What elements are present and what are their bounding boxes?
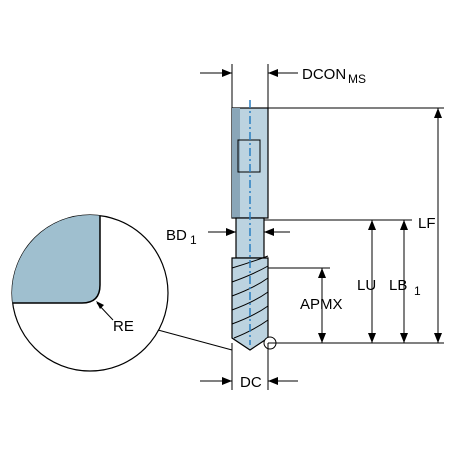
dc-label: DC bbox=[240, 374, 262, 391]
dcon-label: DCON bbox=[302, 66, 346, 83]
bd-subscript: 1 bbox=[190, 233, 197, 247]
lb-label: LB bbox=[389, 277, 407, 294]
lu-dimension bbox=[264, 219, 412, 343]
tool-flutes bbox=[231, 255, 277, 351]
lu-label: LU bbox=[357, 277, 376, 294]
dc-dimension bbox=[200, 343, 298, 390]
cutting-corner-shape bbox=[12, 215, 101, 304]
dcon-subscript: MS bbox=[348, 72, 366, 86]
apmx-label: APMX bbox=[300, 296, 343, 313]
lf-dimension bbox=[268, 107, 444, 344]
apmx-dimension bbox=[268, 267, 330, 343]
detail-leader-line bbox=[157, 329, 233, 351]
lf-label: LF bbox=[418, 215, 436, 232]
bd-label: BD bbox=[166, 227, 187, 244]
re-label: RE bbox=[113, 318, 134, 335]
dcon-dimension bbox=[200, 64, 298, 108]
corner-radius-detail bbox=[11, 214, 169, 372]
bd-dimension bbox=[208, 228, 290, 236]
lb-dimension bbox=[400, 220, 408, 343]
lb-subscript: 1 bbox=[414, 284, 421, 298]
